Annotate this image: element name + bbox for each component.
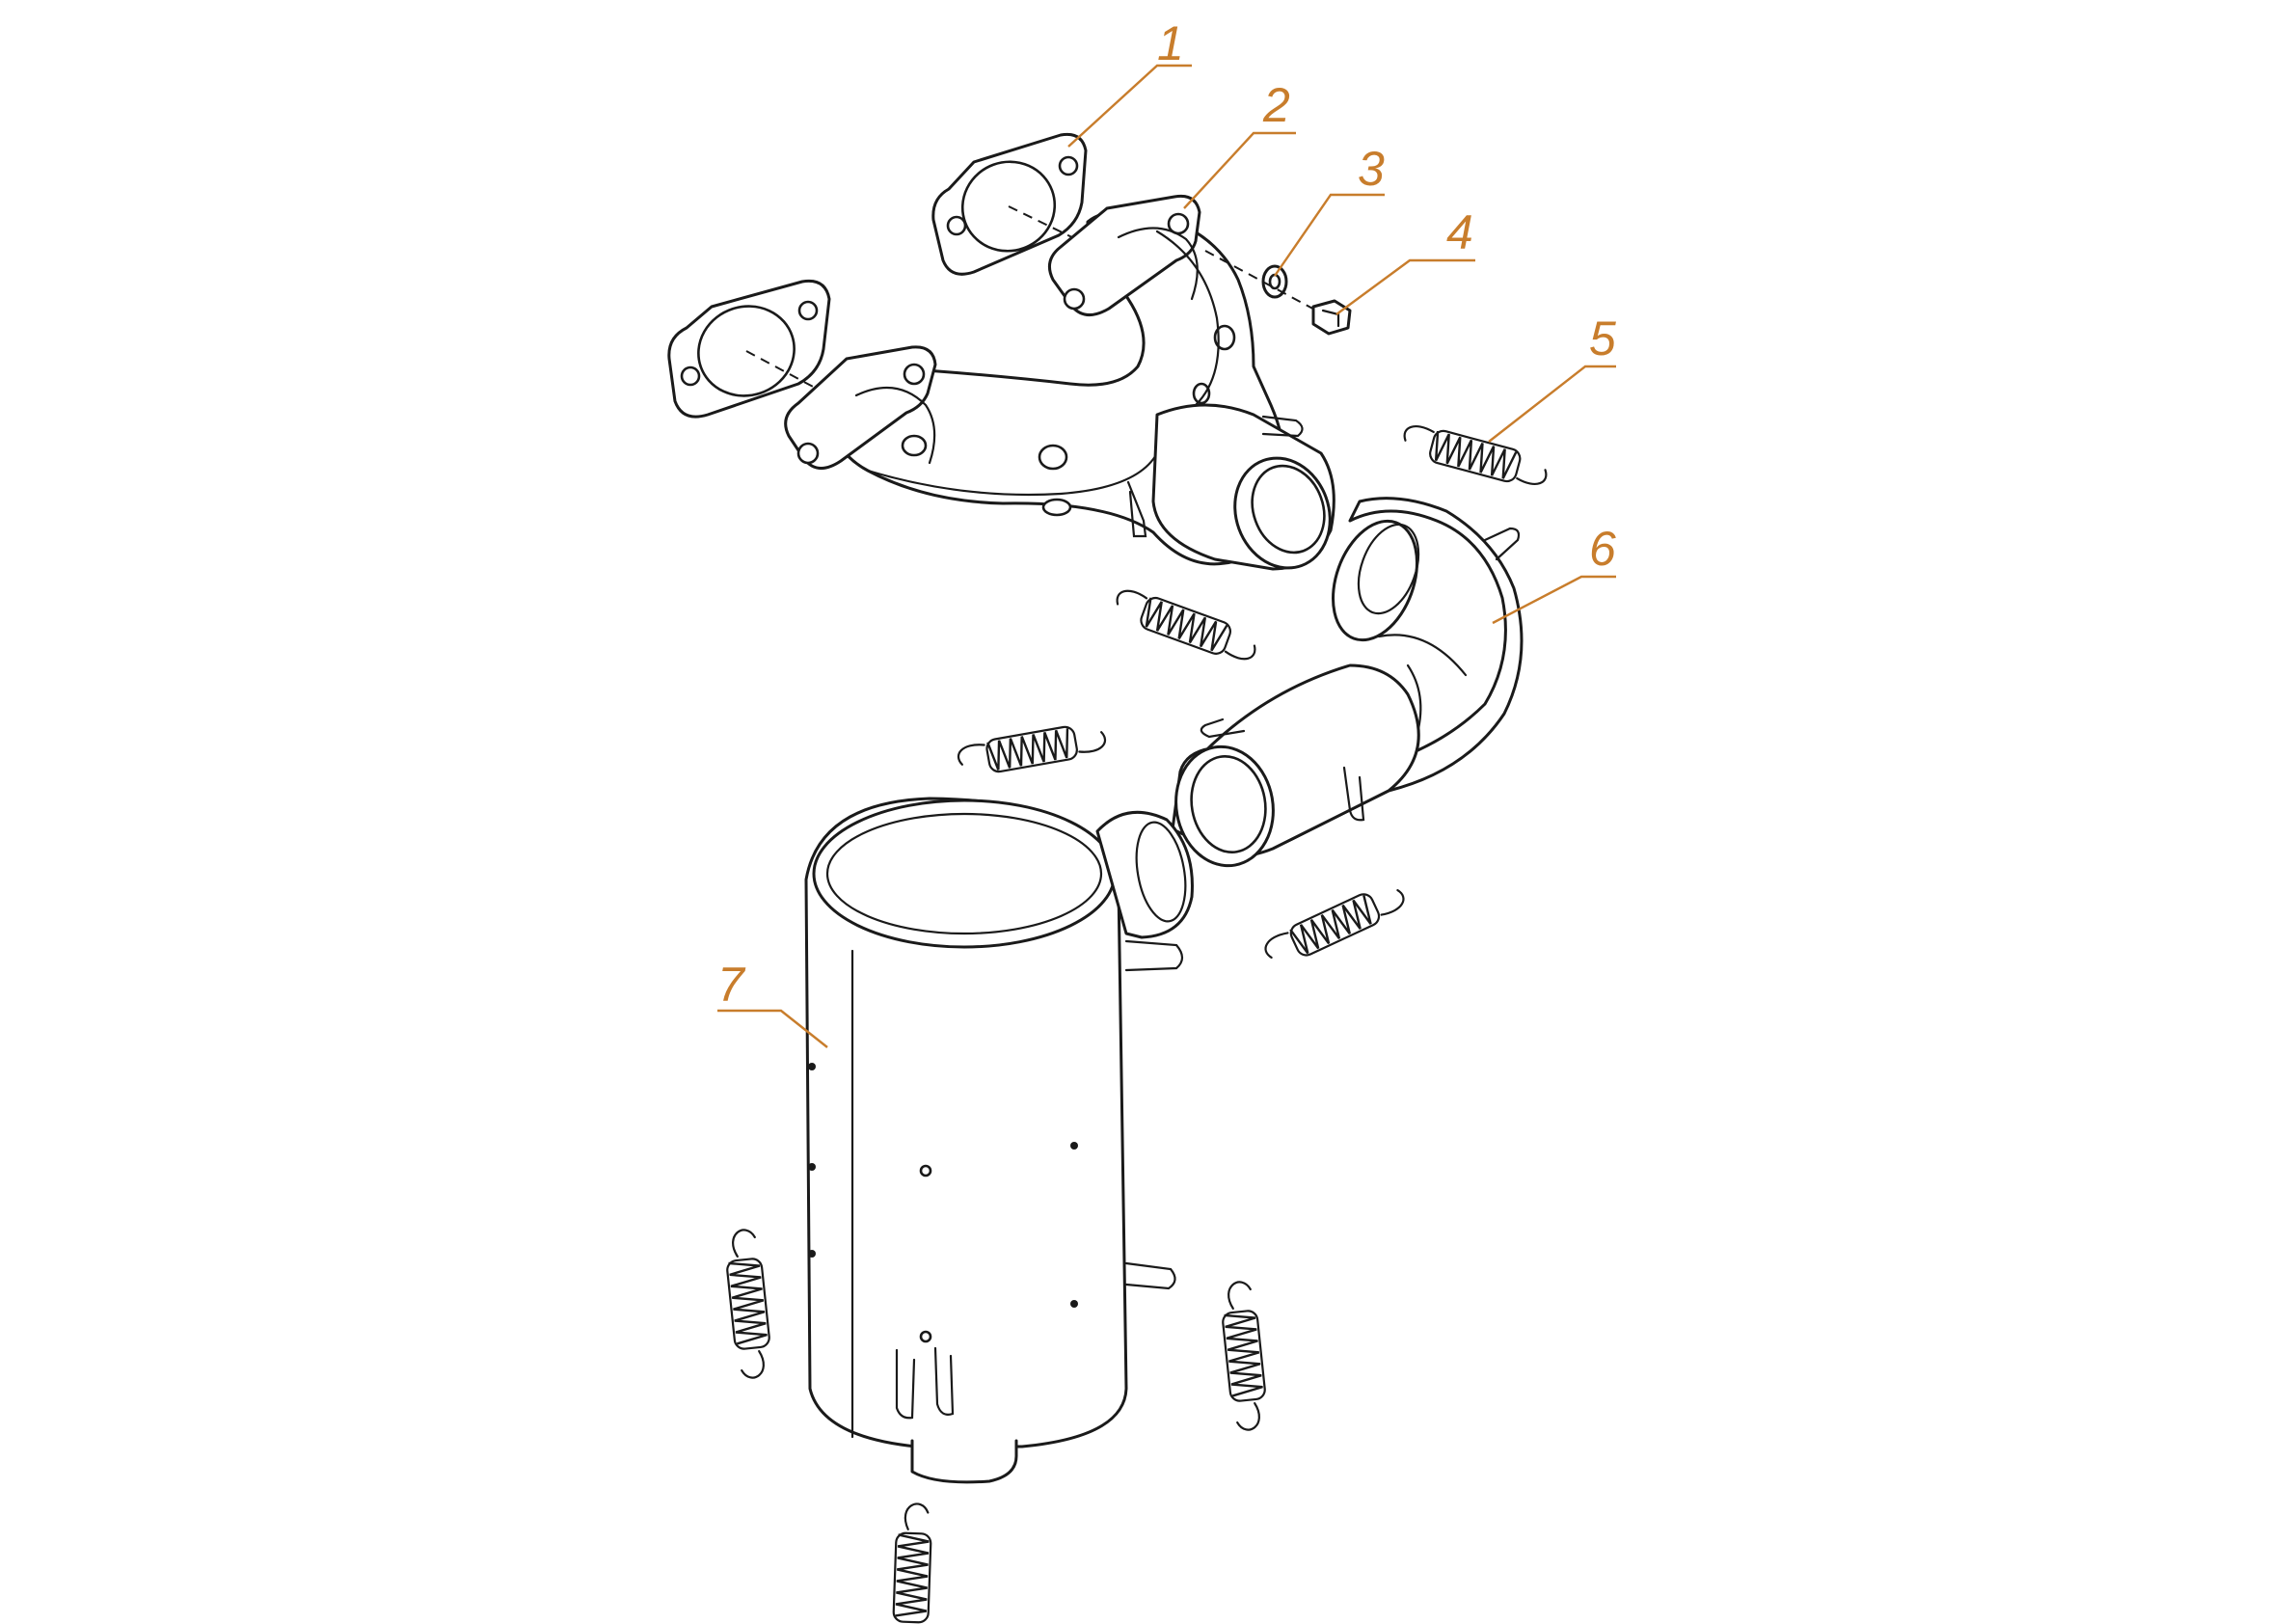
spring-vertical-left — [721, 1227, 775, 1381]
callout-7-label: 7 — [717, 958, 746, 1012]
gasket-upper — [931, 132, 1088, 276]
callout-4-label: 4 — [1446, 205, 1473, 259]
callout-3: 3 — [1274, 142, 1385, 277]
washer — [1261, 264, 1288, 299]
muffler — [804, 797, 1194, 1484]
callout-2: 2 — [1183, 78, 1296, 209]
callout-3-label: 3 — [1358, 142, 1385, 196]
callout-6: 6 — [1492, 522, 1616, 625]
bent-pipe — [1171, 497, 1524, 868]
gasket-lower — [667, 279, 831, 419]
nut — [1311, 299, 1352, 336]
callout-5-label: 5 — [1589, 311, 1616, 365]
callout-1-label: 1 — [1157, 16, 1184, 70]
exhaust-manifold — [784, 194, 1335, 571]
callout-1: 1 — [1067, 16, 1192, 148]
callout-2-label: 2 — [1262, 78, 1290, 132]
spring-vertical-bottom — [891, 1502, 933, 1624]
spring-middle — [1109, 583, 1262, 668]
callout-7: 7 — [717, 958, 828, 1048]
callout-4: 4 — [1335, 205, 1475, 315]
spring-left — [955, 718, 1109, 780]
spring-upper-right — [1398, 420, 1552, 493]
alignment-line-upper — [1008, 205, 1081, 242]
spring-vertical-right — [1217, 1279, 1271, 1433]
callout-5: 5 — [1488, 311, 1616, 443]
spring-lower-right — [1259, 877, 1411, 972]
alignment-line-fastener — [1204, 250, 1332, 319]
callout-6-label: 6 — [1589, 522, 1616, 576]
